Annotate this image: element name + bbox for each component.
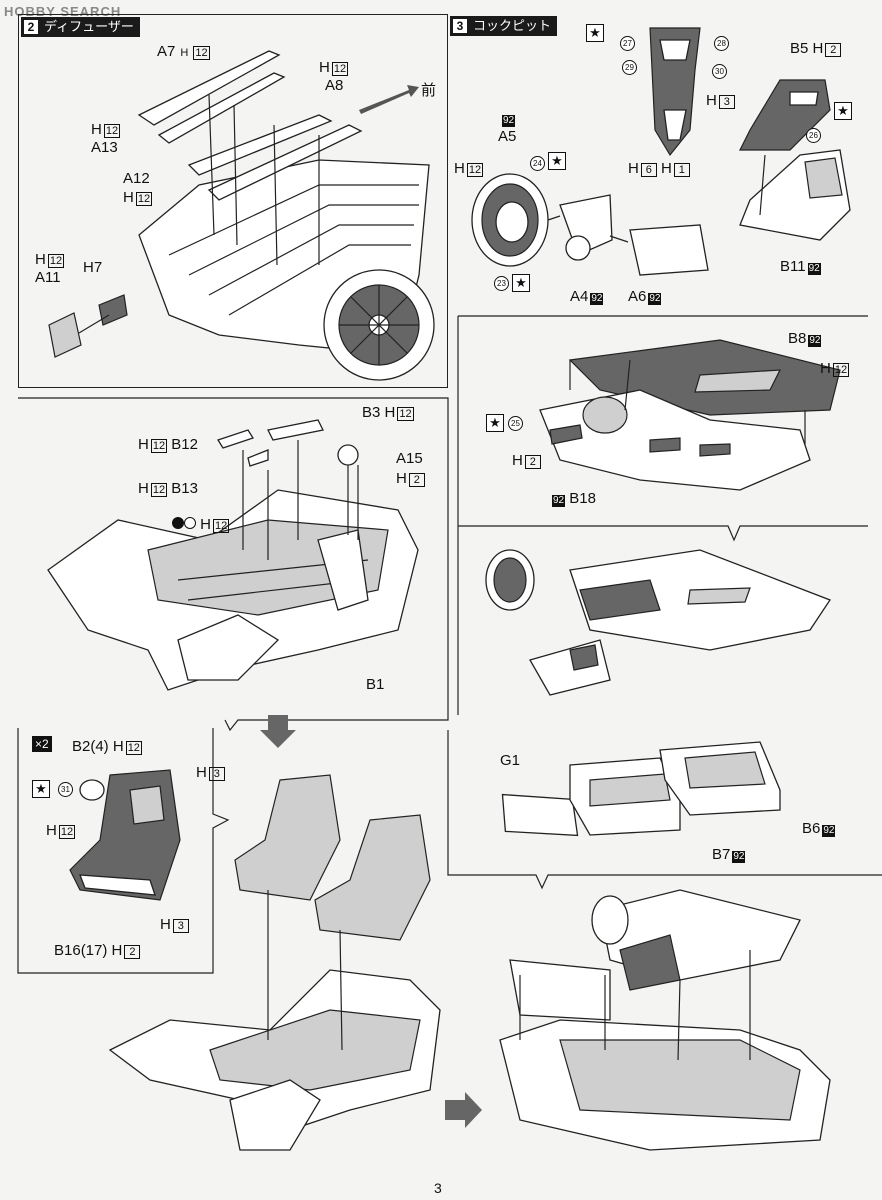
decal-30: 30 [712, 64, 727, 79]
step2-title: ディフューザー [44, 19, 134, 34]
decal-26: 26 [806, 128, 821, 143]
label-b1: B1 [366, 676, 385, 693]
star-marker-1: ★ [586, 24, 604, 42]
step3-number: 3 [453, 19, 467, 33]
seats-into-tub-illustration [108, 774, 482, 1151]
dashboard-assembled-illustration [485, 549, 831, 696]
tub-illustration [47, 419, 419, 748]
decal-25: 25 [508, 416, 523, 431]
decal-23: 23 [494, 276, 509, 291]
step2-header: 2 ディフューザー [21, 17, 140, 37]
decal-31: 31 [58, 782, 73, 797]
star-marker-5: ★ [486, 414, 504, 432]
star-marker-4: ★ [512, 274, 530, 292]
cockpit-frame-lines [457, 315, 868, 715]
decal-29: 29 [622, 60, 637, 75]
seat-section-frame [17, 728, 230, 974]
star-marker-2: ★ [834, 102, 852, 120]
decal-28: 28 [714, 36, 729, 51]
label-a11: A11 [35, 269, 61, 286]
label-h7: H7 [83, 259, 103, 276]
label-a5: A5 [498, 128, 517, 145]
decal-27: 27 [620, 36, 635, 51]
step3-title: コックピット [473, 18, 552, 33]
watermark: HOBBY SEARCH [4, 4, 122, 19]
final-assembly-illustration [499, 889, 831, 1151]
label-g1: G1 [500, 752, 521, 769]
step2-number: 2 [24, 20, 38, 34]
label-a8-part: A8 [325, 77, 344, 94]
label-a15: A15 [396, 450, 423, 467]
dashboard-illustration [539, 339, 841, 491]
label-b18: 92 B18 [552, 490, 596, 507]
front-label: 前 [421, 82, 437, 99]
label-a5-paint: 92 [502, 115, 516, 127]
label-a13: A13 [91, 139, 118, 156]
label-a12: A12 [123, 170, 150, 187]
multiplier-badge: ×2 [32, 736, 52, 752]
diffuser-illustration [48, 50, 435, 381]
star-marker-6: ★ [32, 780, 50, 798]
decal-24: 24 [530, 156, 545, 171]
tub-section-frame [18, 397, 449, 732]
seat-illustration [69, 769, 181, 901]
panel-frame-lower [447, 730, 882, 890]
bulkhead-illustration [501, 741, 781, 837]
step3-header: 3 コックピット [450, 16, 558, 36]
star-marker-3: ★ [548, 152, 566, 170]
page-number: 3 [434, 1180, 442, 1196]
